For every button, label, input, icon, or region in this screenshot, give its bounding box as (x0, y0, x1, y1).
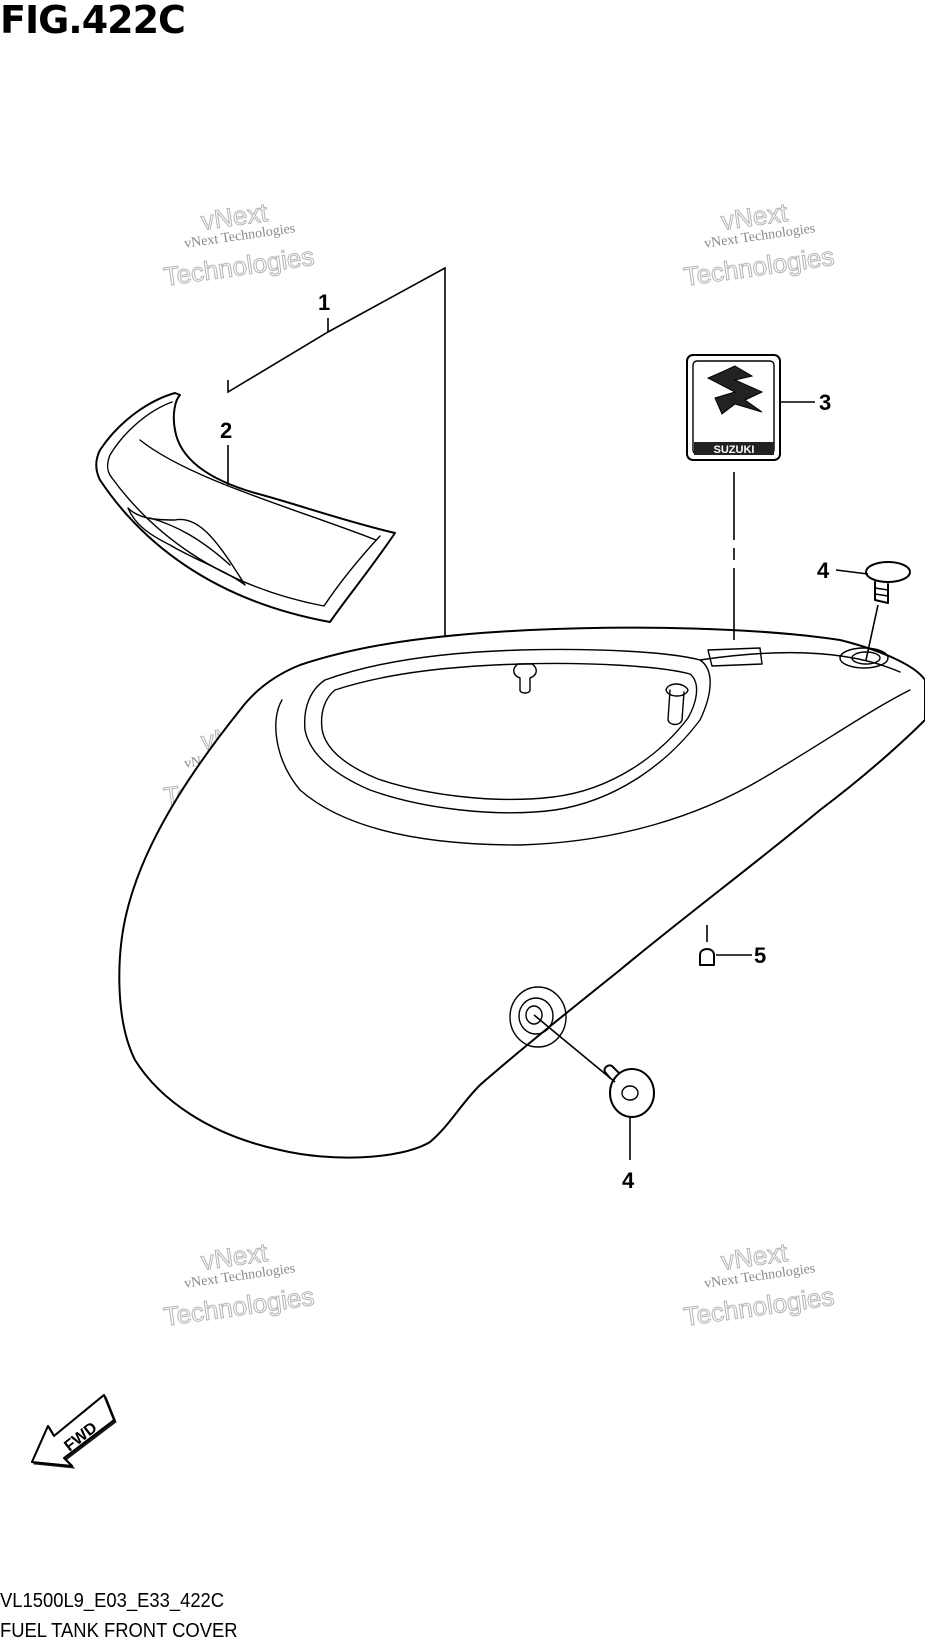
part-4-bolt-upper (865, 561, 911, 604)
callout-4-lower: 4 (622, 1168, 635, 1193)
figure-title: FIG.422C (0, 0, 186, 42)
leader-lines (227, 266, 879, 1160)
part-5-clip (699, 948, 715, 966)
watermark-bottom-right: vNext Technologies vNext Technologies (681, 1236, 836, 1332)
model-code: VL1500L9_E03_E33_422C (0, 1590, 225, 1612)
emblem-brand-text: SUZUKI (714, 444, 755, 456)
part-2-cover-insert (95, 392, 396, 623)
part-name: FUEL TANK FRONT COVER (0, 1620, 238, 1642)
part-3-emblem: SUZUKI (686, 354, 781, 461)
callout-1: 1 (318, 290, 330, 315)
callout-5: 5 (754, 943, 766, 968)
part-4-bolt-lower (603, 1064, 655, 1118)
part-1-tank-front-cover (118, 626, 925, 1159)
callout-3: 3 (819, 390, 831, 415)
callout-2: 2 (220, 418, 232, 443)
watermark-top-left: vNext Technologies vNext Technologies (161, 196, 316, 292)
callout-4-upper: 4 (817, 558, 830, 583)
watermark-bottom-left: vNext Technologies vNext Technologies (161, 1236, 316, 1332)
fwd-arrow: FWD (31, 1394, 117, 1469)
watermark-top-right: vNext Technologies vNext Technologies (681, 196, 836, 292)
